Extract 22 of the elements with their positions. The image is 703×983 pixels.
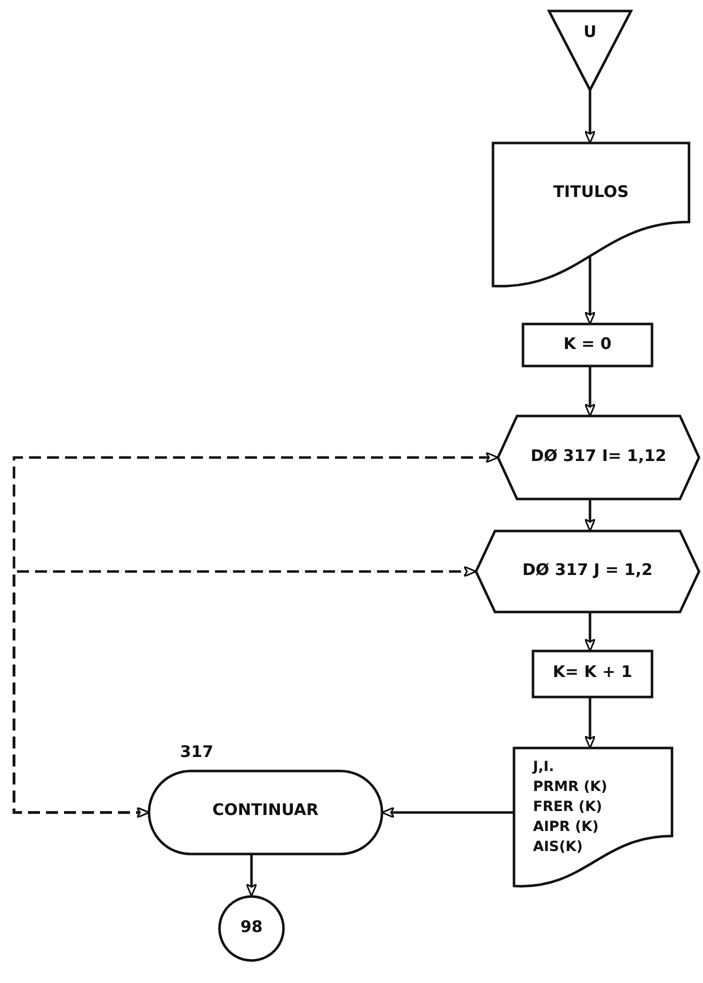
node-label: 98: [239, 917, 264, 936]
node-label: CONTINUAR: [211, 800, 320, 819]
output-line: AIS(K): [533, 839, 583, 855]
node-label: DØ 317 I= 1,12: [530, 446, 668, 465]
node-label: DØ 317 J = 1,2: [521, 560, 654, 579]
node-label: K = 0: [562, 334, 613, 353]
output-line: AIPR (K): [533, 819, 599, 835]
arrow: [584, 90, 596, 144]
arrow: [584, 367, 596, 417]
output-line: PRMR (K): [533, 779, 608, 795]
node-label: TITULOS: [552, 182, 630, 201]
statement-number: 317: [180, 742, 214, 761]
arrow: [584, 698, 596, 749]
node-label: U: [582, 22, 598, 41]
output-line: FRER (K): [533, 799, 602, 815]
arrow: [584, 500, 596, 532]
arrow: [381, 806, 513, 818]
arrow: [584, 613, 596, 652]
dashed-loop-arrow: [12, 566, 477, 818]
node-label: K= K + 1: [552, 662, 634, 681]
output-line: J,I.: [533, 759, 554, 775]
arrow: [246, 855, 258, 897]
